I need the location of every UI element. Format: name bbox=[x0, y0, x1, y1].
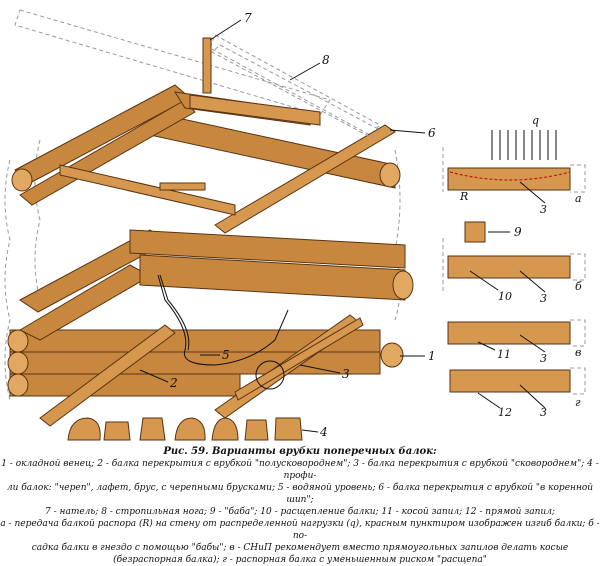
caption-line: ли балок: "череп", лафет, брус, с черепн… bbox=[6, 483, 594, 505]
variant-label-b: б bbox=[575, 280, 582, 293]
callout-7: 7 bbox=[244, 11, 252, 25]
label-11: 11 bbox=[497, 348, 511, 361]
variant-v bbox=[447, 319, 586, 347]
callout-9: 9 bbox=[514, 225, 522, 239]
variant-b bbox=[442, 221, 586, 292]
caption-line: 7 - натель; 8 - стропильная нога; 9 - "б… bbox=[45, 507, 555, 517]
variant-g bbox=[449, 367, 586, 395]
label-12: 12 bbox=[498, 406, 512, 419]
figure-caption: Рис. 59. Варианты врубки поперечных бало… bbox=[0, 446, 600, 566]
callout-4: 4 bbox=[319, 425, 328, 439]
caption-line: (безраспорная балка); г - распорная балк… bbox=[113, 555, 487, 565]
callout-1: 1 bbox=[428, 349, 436, 363]
beam-profiles bbox=[67, 417, 303, 441]
upper-frame bbox=[11, 84, 414, 301]
label-3a: 3 bbox=[540, 203, 547, 216]
log-joint-diagram: 7 8 6 1 2 3 4 5 9 q R а б в г 3 3 3 3 10… bbox=[4, 9, 586, 441]
variant-label-v: в bbox=[575, 346, 581, 359]
callout-8: 8 bbox=[322, 53, 330, 67]
rafter bbox=[211, 44, 381, 139]
caption-line: а - передача балкой распора (R) на стену… bbox=[0, 519, 600, 541]
caption-title: Рис. 59. Варианты врубки поперечных бало… bbox=[163, 446, 437, 457]
variant-label-a: а bbox=[575, 192, 582, 205]
natel bbox=[202, 37, 212, 94]
caption-line: садка балки в гнездо с помощью "бабы"; в… bbox=[31, 543, 569, 553]
label-3d: 3 bbox=[540, 406, 547, 419]
cross-beams bbox=[59, 124, 396, 234]
callout-5: 5 bbox=[222, 348, 230, 362]
caption-line: 1 - окладной венец; 2 - балка перекрытия… bbox=[1, 459, 599, 481]
label-10: 10 bbox=[498, 290, 512, 303]
thrust-label-R: R bbox=[459, 190, 468, 203]
variant-a bbox=[442, 130, 586, 193]
callout-2: 2 bbox=[169, 376, 178, 390]
callout-lines bbox=[139, 19, 546, 433]
lower-beams bbox=[39, 314, 364, 427]
water-level-tube bbox=[157, 274, 289, 366]
label-3b: 3 bbox=[540, 292, 547, 305]
callout-6: 6 bbox=[428, 126, 436, 140]
variant-label-g: г bbox=[575, 396, 581, 409]
label-3c: 3 bbox=[540, 352, 547, 365]
load-label-q: q bbox=[532, 114, 539, 127]
callout-3: 3 bbox=[342, 367, 350, 381]
